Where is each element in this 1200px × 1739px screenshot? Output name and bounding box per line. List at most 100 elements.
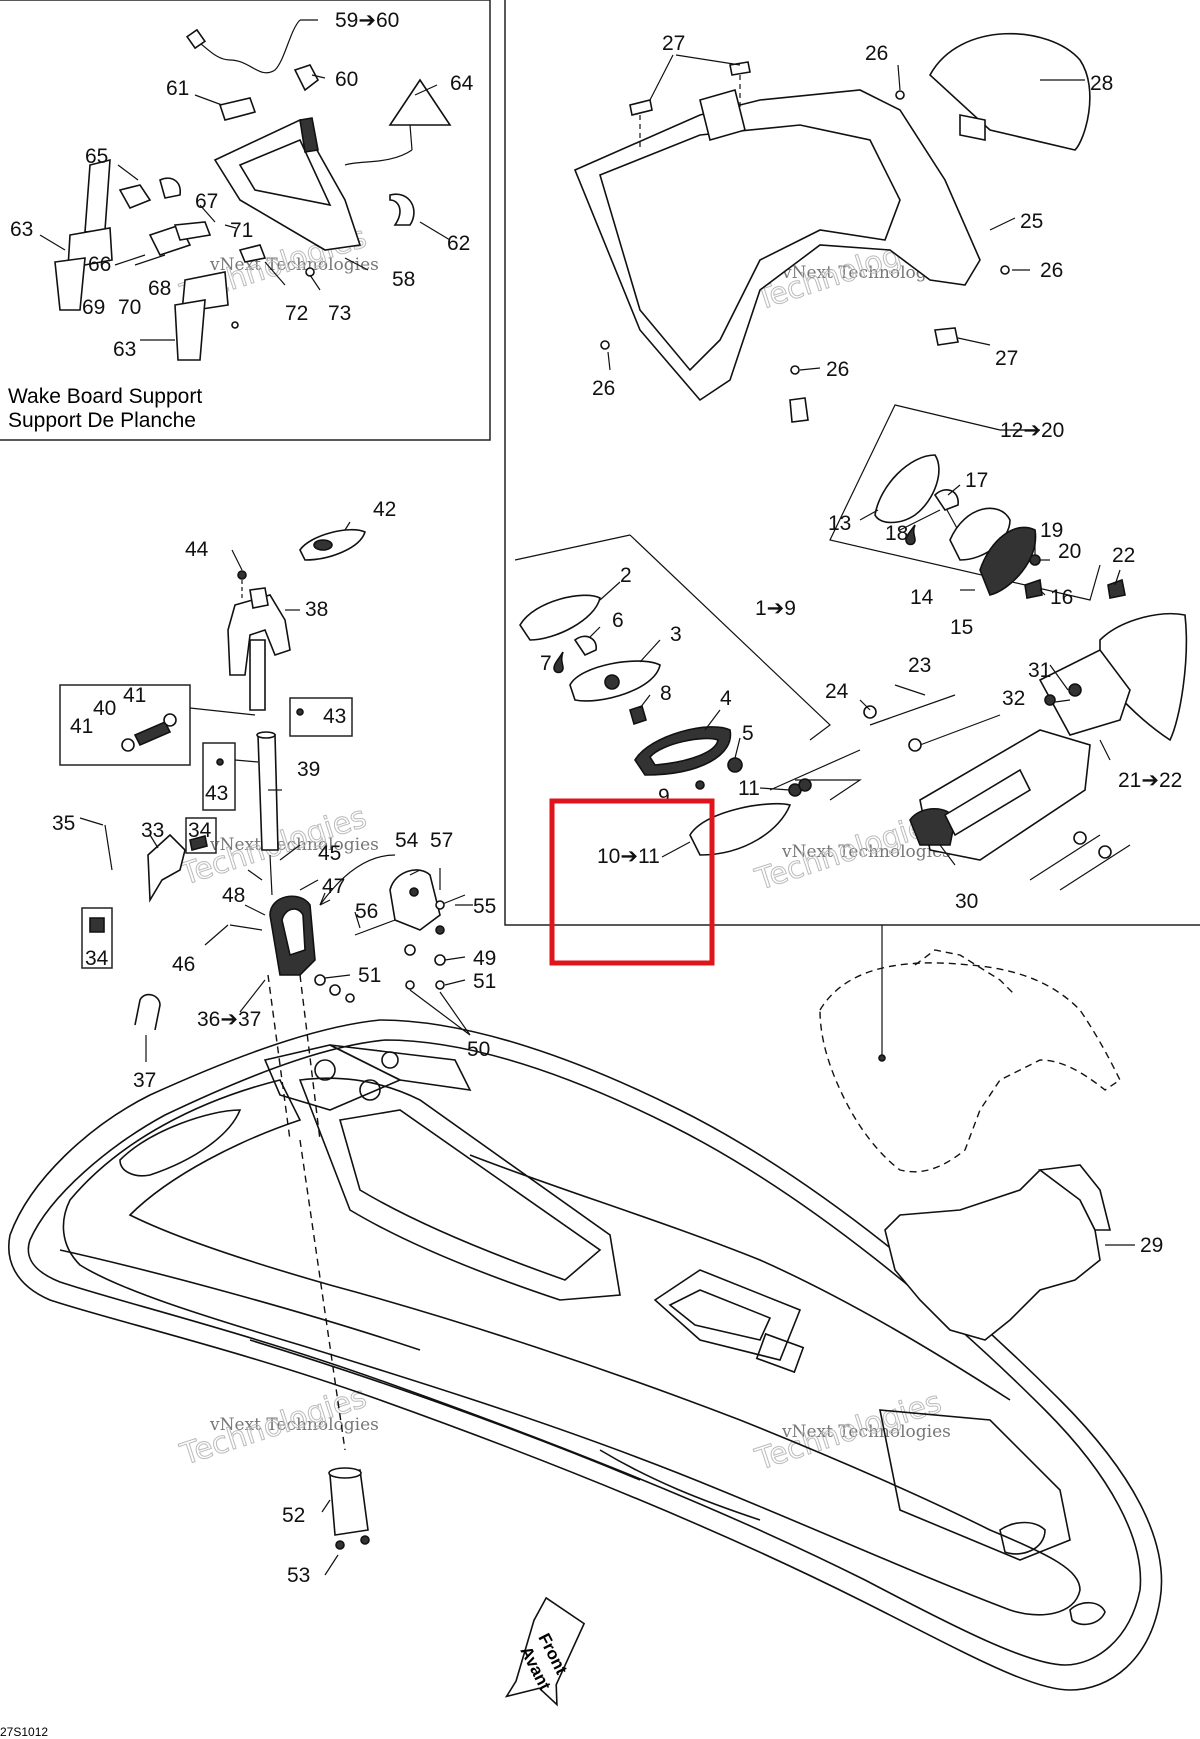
handlepole-drawing: [59, 521, 473, 1451]
part-label: 28: [1090, 72, 1113, 95]
part-label: 15: [950, 616, 973, 639]
part-label: 3: [670, 623, 682, 646]
part-label: 9: [658, 785, 670, 808]
part-label: 1➔9: [755, 597, 796, 620]
part-label: 63: [113, 338, 136, 361]
front-direction-arrow: Front Avant: [504, 1596, 586, 1707]
part-label: 26: [865, 42, 888, 65]
part-label: 69: [82, 296, 105, 319]
part-label: 4: [720, 687, 732, 710]
part-label: 57: [430, 829, 453, 852]
highlight-label: 10➔11: [597, 845, 660, 868]
part-label: 29: [1140, 1234, 1163, 1257]
part-label: 54: [395, 829, 419, 852]
part-label: 14: [910, 586, 934, 609]
part-label: 72: [285, 302, 308, 325]
part-label: 32: [1002, 687, 1025, 710]
watermark-text: vNext Technologies: [209, 1415, 379, 1435]
seat-base-drawing: [819, 925, 1135, 1341]
wake-board-panel-frame: [0, 0, 491, 441]
part-label: 61: [166, 77, 189, 100]
part-label: 42: [373, 498, 396, 521]
part-label: 31: [1028, 659, 1051, 682]
part-label: 56: [355, 900, 378, 923]
part-label: 30: [955, 890, 978, 913]
part-label: 43: [205, 782, 228, 805]
part-label: 44: [185, 538, 209, 561]
part-label: 64: [450, 72, 474, 95]
part-label: 46: [172, 953, 195, 976]
part-label: 11: [738, 777, 760, 800]
part-label: 21➔22: [1118, 769, 1182, 792]
part-label: 49: [473, 947, 496, 970]
part-label: 13: [828, 512, 851, 535]
wake-board-caption-fr: Support De Planche: [8, 409, 196, 432]
part-label: 26: [1040, 259, 1063, 282]
watermark-group: vNext Technologies Technologies vNext Te…: [175, 219, 951, 1478]
part-label: 40: [93, 697, 116, 720]
part-label: 71: [230, 219, 253, 242]
part-label: 25: [1020, 210, 1043, 233]
part-label: 58: [392, 268, 415, 291]
part-label: 55: [473, 895, 496, 918]
seat-panel-frame: [504, 0, 1200, 926]
part-label: 51: [473, 970, 496, 993]
part-label: 26: [826, 358, 849, 381]
wake-board-caption-en: Wake Board Support: [8, 385, 202, 408]
part-label: 2: [620, 564, 632, 587]
seat-assembly-drawing: [573, 32, 1091, 423]
part-label: 53: [287, 1564, 310, 1587]
handle-light-assembly-drawing: [514, 404, 1188, 891]
part-label: 41: [123, 684, 146, 707]
part-label: 18: [885, 522, 908, 545]
part-label: 43: [323, 705, 346, 728]
part-label: 16: [1050, 586, 1073, 609]
part-label: 60: [335, 68, 358, 91]
part-label: 62: [447, 232, 470, 255]
oil-drop-icon: [553, 651, 564, 674]
diagram-code: 27S1012: [0, 1725, 48, 1739]
part-label: 34: [188, 819, 212, 842]
part-label: 50: [467, 1038, 490, 1061]
watermark-text: vNext Technologies: [781, 263, 951, 283]
part-label: 33: [141, 819, 164, 842]
part-label: 39: [297, 758, 320, 781]
part-label: 63: [10, 218, 33, 241]
part-label: 73: [328, 302, 351, 325]
part-label: 38: [305, 598, 328, 621]
part-label: 6: [612, 609, 624, 632]
part-label: 36➔37: [197, 1008, 261, 1031]
part-label: 48: [222, 884, 245, 907]
part-label: 34: [85, 947, 109, 970]
part-label: 59➔60: [335, 9, 399, 32]
part-label: 26: [592, 377, 615, 400]
part-label: 8: [660, 682, 672, 705]
part-label: 52: [282, 1504, 305, 1527]
wake-board-support-drawing: [39, 19, 452, 361]
part-label: 67: [195, 190, 218, 213]
part-label: 35: [52, 812, 75, 835]
part-label: 12➔20: [1000, 419, 1064, 442]
part-label: 23: [908, 654, 931, 677]
watermark-text: vNext Technologies: [781, 842, 951, 862]
part-label: 20: [1058, 540, 1081, 563]
part-label: 41: [70, 715, 93, 738]
highlight-box[interactable]: [549, 798, 715, 966]
watermark-text: vNext Technologies: [781, 1422, 951, 1442]
part-label: 70: [118, 296, 141, 319]
part-label: 51: [358, 964, 381, 987]
oil-drop-icon: [905, 524, 916, 546]
part-label: 65: [85, 145, 108, 168]
part-label: 19: [1040, 519, 1063, 542]
part-label: 45: [318, 842, 341, 865]
part-label: 5: [742, 722, 754, 745]
part-label: 22: [1112, 544, 1135, 567]
part-label: 27: [662, 32, 685, 55]
part-label: 24: [825, 680, 849, 703]
part-label: 17: [965, 469, 988, 492]
part-label: 37: [133, 1069, 156, 1092]
hull-deck-drawing: [8, 1019, 1163, 1691]
part-label: 7: [540, 652, 552, 675]
part-label: 68: [148, 277, 171, 300]
